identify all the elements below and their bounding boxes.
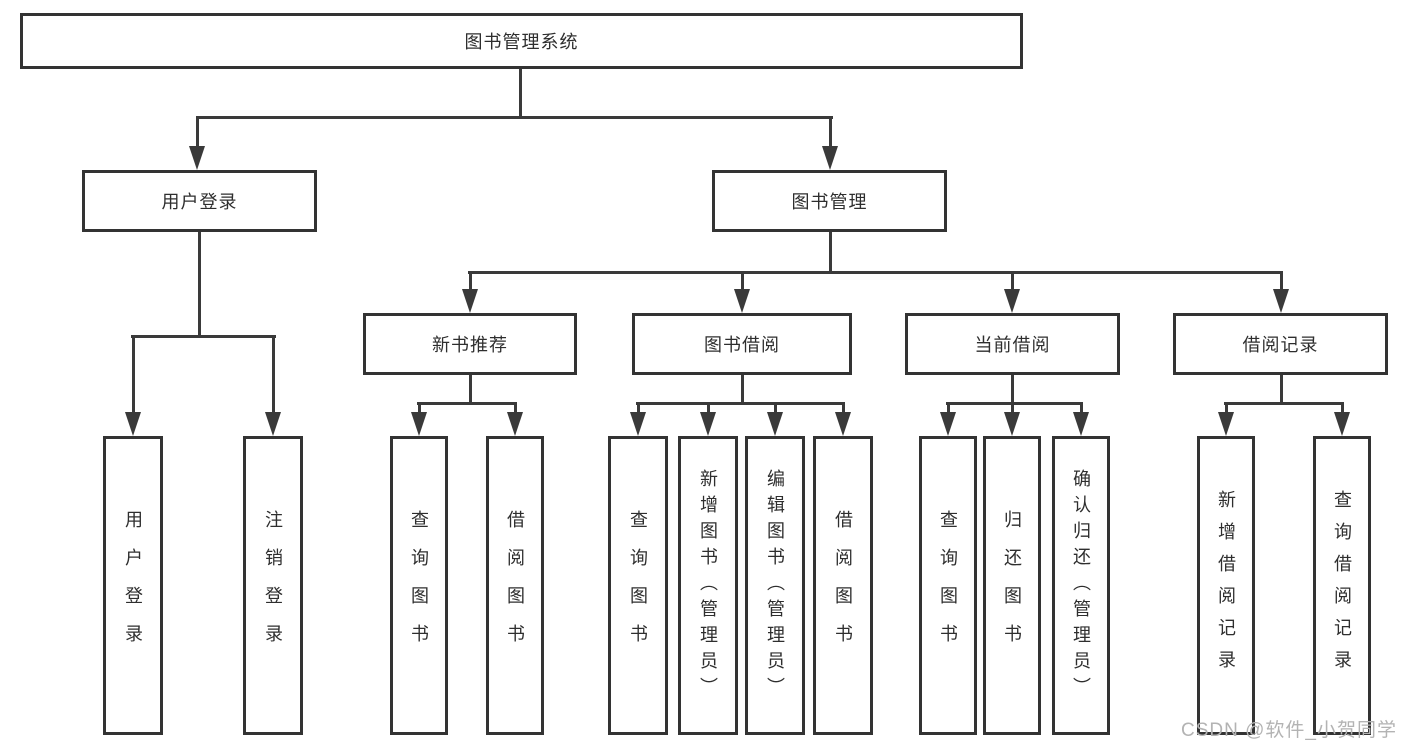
connector-group-vertical xyxy=(469,373,472,405)
connector-group-horizontal xyxy=(946,402,1083,405)
connector-leaf-stub xyxy=(947,402,950,416)
connector-group-vertical xyxy=(1280,373,1283,405)
leaf-query-borrow-record: 查询借阅记录 xyxy=(1313,436,1371,735)
connector-leaf-stub xyxy=(707,402,710,416)
leaf-label: 查询图书 xyxy=(628,509,648,662)
leaf-label: 编辑图书（管理员） xyxy=(765,468,785,703)
connector-leaf-stub xyxy=(418,402,421,416)
connector-book-management-stub xyxy=(829,116,832,150)
connector-leaf-stub xyxy=(1080,402,1083,416)
leaf-label: 用户登录 xyxy=(123,509,143,662)
connector-book-management-horizontal xyxy=(468,271,1283,274)
leaf-label: 确认归还（管理员） xyxy=(1071,468,1091,703)
connector-group-stub xyxy=(469,271,472,293)
connector-leaf-stub xyxy=(637,402,640,416)
connector-leaf-stub xyxy=(272,335,275,415)
arrow-down-icon xyxy=(940,412,956,436)
arrow-down-icon xyxy=(734,289,750,313)
arrow-down-icon xyxy=(411,412,427,436)
arrow-down-icon xyxy=(1218,412,1234,436)
leaf-recommend-borrow-books: 借阅图书 xyxy=(486,436,544,735)
connector-leaf-stub xyxy=(774,402,777,416)
connector-leaf-stub xyxy=(132,335,135,415)
connector-group-vertical xyxy=(1011,373,1014,405)
leaf-borrowing-borrow-books: 借阅图书 xyxy=(813,436,873,735)
connector-group-vertical xyxy=(741,373,744,405)
connector-group-stub xyxy=(1011,271,1014,293)
leaf-confirm-return-admin: 确认归还（管理员） xyxy=(1052,436,1110,735)
arrow-down-icon xyxy=(630,412,646,436)
connector-leaf-stub xyxy=(842,402,845,416)
connector-group-stub xyxy=(1280,271,1283,293)
leaf-recommend-query-books: 查询图书 xyxy=(390,436,448,735)
node-book-management: 图书管理 xyxy=(712,170,947,232)
arrow-down-icon xyxy=(1273,289,1289,313)
leaf-logout: 注销登录 xyxy=(243,436,303,735)
connector-group-horizontal xyxy=(417,402,517,405)
leaf-label: 新增图书（管理员） xyxy=(698,468,718,703)
arrow-down-icon xyxy=(189,146,205,170)
leaf-label: 借阅图书 xyxy=(505,509,525,662)
connector-user-login-stub xyxy=(196,116,199,150)
leaf-borrowing-query-books: 查询图书 xyxy=(608,436,668,735)
arrow-down-icon xyxy=(265,412,281,436)
node-user-login: 用户登录 xyxy=(82,170,317,232)
connector-user-login-vertical xyxy=(198,231,201,338)
connector-book-management-vertical xyxy=(829,231,832,274)
leaf-add-borrow-record: 新增借阅记录 xyxy=(1197,436,1255,735)
leaf-label: 归还图书 xyxy=(1002,509,1022,662)
leaf-label: 查询图书 xyxy=(409,509,429,662)
leaf-label: 查询图书 xyxy=(938,509,958,662)
leaf-label: 借阅图书 xyxy=(833,509,853,662)
leaf-add-books-admin: 新增图书（管理员） xyxy=(678,436,738,735)
connector-leaf-stub xyxy=(1225,402,1228,416)
node-library-management-system: 图书管理系统 xyxy=(20,13,1023,69)
node-current-borrowing: 当前借阅 xyxy=(905,313,1120,375)
arrow-down-icon xyxy=(1073,412,1089,436)
arrow-down-icon xyxy=(822,146,838,170)
leaf-label: 注销登录 xyxy=(263,509,283,662)
connector-leaf-stub xyxy=(1341,402,1344,416)
leaf-current-query-books: 查询图书 xyxy=(919,436,977,735)
arrow-down-icon xyxy=(462,289,478,313)
arrow-down-icon xyxy=(1004,412,1020,436)
leaf-label: 查询借阅记录 xyxy=(1332,489,1352,682)
connector-leaf-stub xyxy=(1011,402,1014,416)
arrow-down-icon xyxy=(125,412,141,436)
node-borrowing-records: 借阅记录 xyxy=(1173,313,1388,375)
connector-group-stub xyxy=(741,271,744,293)
arrow-down-icon xyxy=(507,412,523,436)
arrow-down-icon xyxy=(835,412,851,436)
connector-leaf-stub xyxy=(514,402,517,416)
node-book-borrowing: 图书借阅 xyxy=(632,313,852,375)
connector-user-login-horizontal xyxy=(131,335,276,338)
connector-group-horizontal xyxy=(636,402,845,405)
arrow-down-icon xyxy=(1334,412,1350,436)
connector-root-horizontal xyxy=(196,116,833,119)
arrow-down-icon xyxy=(767,412,783,436)
leaf-label: 新增借阅记录 xyxy=(1216,489,1236,682)
watermark: CSDN @软件_小贺同学 xyxy=(1181,720,1397,741)
leaf-return-books: 归还图书 xyxy=(983,436,1041,735)
connector-group-horizontal xyxy=(1224,402,1344,405)
arrow-down-icon xyxy=(700,412,716,436)
leaf-edit-books-admin: 编辑图书（管理员） xyxy=(745,436,805,735)
node-new-book-recommendation: 新书推荐 xyxy=(363,313,577,375)
leaf-user-login: 用户登录 xyxy=(103,436,163,735)
connector-root-vertical xyxy=(519,66,522,118)
arrow-down-icon xyxy=(1004,289,1020,313)
